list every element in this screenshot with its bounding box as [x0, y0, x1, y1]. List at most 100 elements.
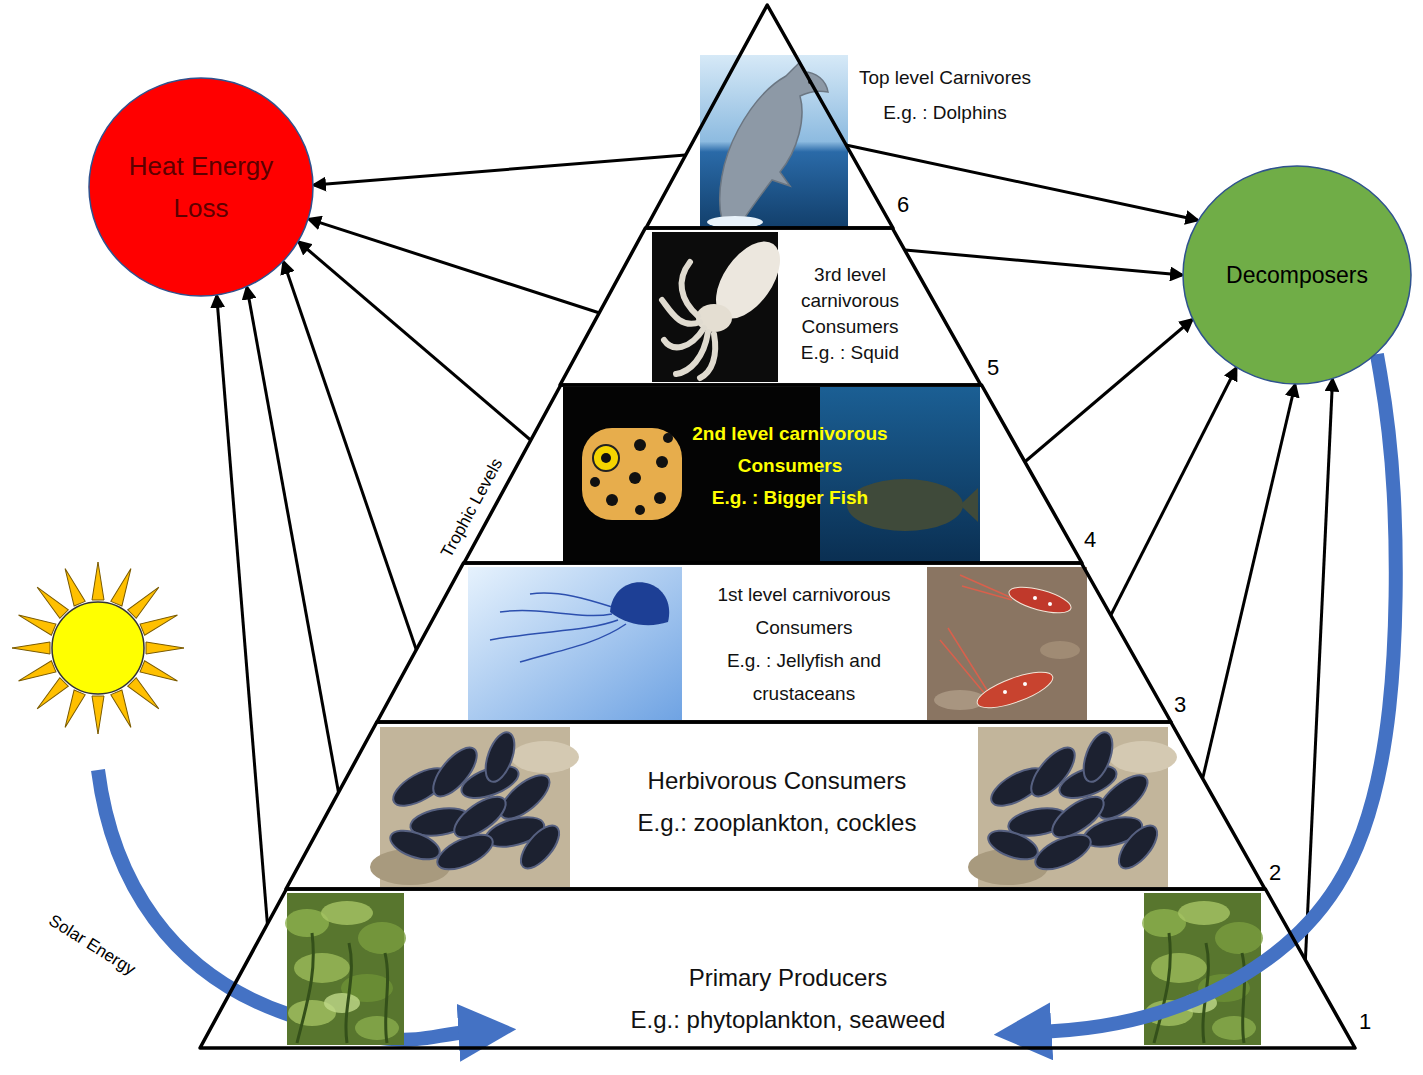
- circle-shape: [89, 78, 313, 296]
- shrimp-picture-part: [962, 586, 1012, 600]
- bigger-fish-picture-part: [593, 445, 619, 471]
- heat-loss-circle: Heat Energy Loss: [88, 77, 314, 297]
- trophic-level-band: 2nd level carnivorous ConsumersE.g. : Bi…: [464, 385, 1082, 563]
- bigger-fish-picture-part: [634, 439, 646, 451]
- shrimp-picture: [927, 567, 1087, 720]
- node-text-box: Primary ProducersE.g.: phytoplankton, se…: [568, 957, 1008, 1041]
- node-heading: Herbivorous Consumers: [648, 760, 907, 802]
- sun-symbol-part: [33, 583, 68, 618]
- bigger-fish-picture-part: [663, 433, 673, 443]
- sun-symbol-part: [12, 642, 50, 654]
- shrimp-picture-part: [927, 567, 1087, 720]
- shrimp-picture-part: [940, 575, 1012, 700]
- sun-symbol-part: [92, 562, 104, 600]
- trophic-level-number: 5: [984, 355, 1002, 380]
- heat-loss-arrow: [314, 155, 685, 185]
- sun-symbol-part: [128, 583, 163, 618]
- node-text-box: 2nd level carnivorous ConsumersE.g. : Bi…: [657, 418, 922, 514]
- bigger-fish-picture: [563, 387, 980, 562]
- band-shape: [646, 5, 893, 228]
- decomposition-arrow: [1025, 320, 1192, 462]
- heat-loss-arrow: [309, 219, 600, 313]
- bigger-fish-picture-part: [601, 453, 611, 463]
- jellyfish-picture-part: [530, 593, 615, 608]
- heat-loss-arrow: [247, 287, 339, 793]
- trophic-level-number: 2: [1266, 860, 1284, 885]
- bigger-fish-picture-part: [582, 428, 682, 520]
- band-outline: [286, 722, 1265, 889]
- node-body: E.g. : Jellyfish and crustaceans: [696, 644, 911, 710]
- sun-symbol: [12, 562, 184, 734]
- dolphin-picture-part: [700, 55, 848, 228]
- bigger-fish-picture-part: [635, 505, 645, 515]
- sun-symbol-part: [92, 696, 104, 734]
- trophic-level-band: Herbivorous ConsumersE.g.: zooplankton, …: [286, 722, 1265, 889]
- node-text-box: Heat Energy Loss: [116, 145, 286, 229]
- dolphin-picture-part: [707, 216, 763, 228]
- sun-symbol-part: [60, 690, 86, 730]
- squid-picture-part: [662, 262, 715, 378]
- sun-symbol-part: [60, 566, 86, 606]
- trophic-level-number: 3: [1171, 692, 1189, 717]
- jellyfish-picture-part: [490, 620, 618, 640]
- nutrient-recycling-arrow: [1040, 354, 1396, 1032]
- shrimp-picture-part: [1007, 582, 1074, 618]
- node-text-box: 3rd level carnivorous ConsumersE.g. : Sq…: [785, 262, 915, 366]
- mussel-picture-left: [370, 727, 579, 887]
- trophic-level-band: 1st level carnivorous ConsumersE.g. : Je…: [377, 563, 1171, 722]
- jellyfish-picture-part: [490, 593, 626, 662]
- decomposition-arrow: [846, 145, 1197, 220]
- shrimp-picture-part: [1003, 690, 1007, 694]
- shrimp-picture-part: [1040, 641, 1080, 659]
- node-heading: 3rd level carnivorous Consumers: [785, 262, 915, 340]
- sun-symbol-part: [111, 566, 137, 606]
- band-shape: [464, 385, 1082, 563]
- squid-picture-part: [682, 262, 698, 316]
- sun-symbol-part: [146, 642, 184, 654]
- node-body: E.g. : Squid: [801, 340, 899, 366]
- circle-shape: [1183, 166, 1411, 384]
- sun-symbol-part: [140, 661, 180, 687]
- decomposers-circle: Decomposers: [1182, 165, 1412, 385]
- node-heading: 1st level carnivorous Consumers: [696, 578, 911, 644]
- sun-symbol-part: [12, 562, 184, 734]
- shrimp-picture-part: [1023, 682, 1027, 686]
- node-body: E.g. : Bigger Fish: [712, 482, 868, 514]
- trophic-level-band: Top level CarnivoresE.g. : Dolphins: [646, 5, 1052, 228]
- seaweed-picture-left: [285, 893, 406, 1045]
- shrimp-picture-part: [1048, 602, 1052, 606]
- bigger-fish-picture-part: [606, 494, 618, 506]
- band-shape: [377, 563, 1171, 722]
- decomposition-arrow: [1305, 380, 1332, 960]
- bigger-fish-picture-part: [590, 477, 600, 487]
- arrow-label: Solar Energy: [43, 909, 142, 981]
- bigger-fish-picture-part: [820, 387, 980, 562]
- squid-picture: [652, 230, 793, 382]
- band-shape: [200, 889, 1355, 1048]
- bigger-fish-picture-part: [629, 472, 641, 484]
- node-body: E.g.: zooplankton, cockles: [638, 802, 917, 844]
- trophic-level-number: 4: [1081, 527, 1099, 552]
- shrimp-picture-part: [1003, 596, 1052, 694]
- mussel-picture-right: [968, 727, 1177, 887]
- node-text-box: 1st level carnivorous ConsumersE.g. : Je…: [696, 578, 911, 710]
- shrimp-picture-part: [940, 640, 990, 700]
- sun-symbol-part: [33, 678, 68, 713]
- node-heading: 2nd level carnivorous Consumers: [657, 418, 922, 482]
- sun-symbol-part: [111, 690, 137, 730]
- squid-picture-part: [700, 334, 715, 378]
- shrimp-picture-part: [948, 628, 992, 698]
- node-body: E.g.: phytoplankton, seaweed: [631, 999, 946, 1041]
- jellyfish-picture-part: [520, 624, 626, 662]
- jellyfish-picture-part: [500, 610, 612, 615]
- node-heading: Heat Energy Loss: [116, 145, 286, 229]
- band-shape: [560, 228, 981, 385]
- bigger-fish-picture-part: [656, 456, 668, 468]
- node-heading: Primary Producers: [689, 957, 888, 999]
- jellyfish-picture-part: [468, 567, 682, 720]
- axis-label: Trophic Levels: [436, 452, 508, 563]
- node-heading: Top level Carnivores: [859, 60, 1031, 95]
